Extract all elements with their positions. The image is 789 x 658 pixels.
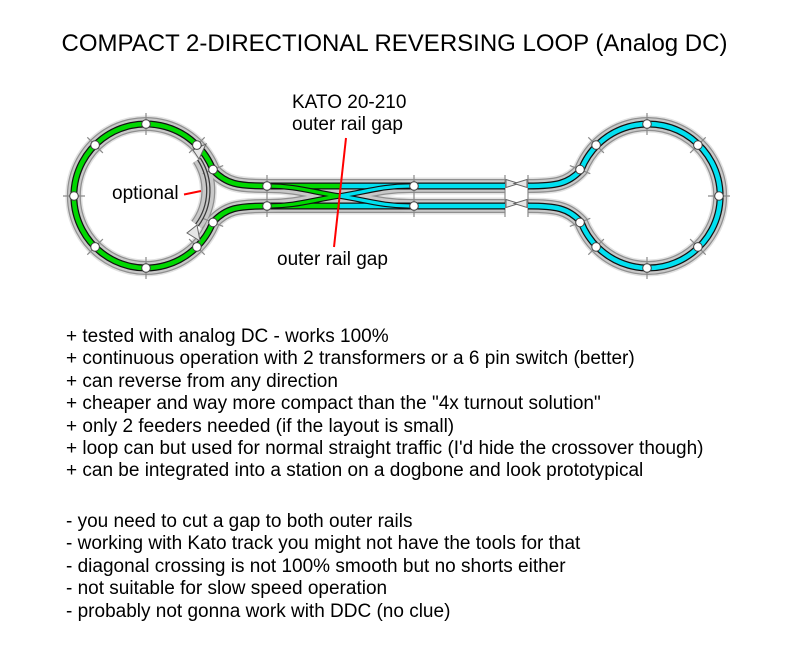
track-diagram-svg [63, 113, 730, 279]
pros-list: + tested with analog DC - works 100% + c… [66, 326, 703, 483]
list-item: - you need to cut a gap to both outer ra… [66, 511, 413, 532]
list-item: + can reverse from any direction [66, 370, 338, 392]
label-kato-gap: KATO 20-210 outer rail gap [292, 92, 406, 136]
rail-joint-dots [69, 119, 724, 273]
optional-siding-track [186, 142, 208, 243]
page-title: COMPACT 2-DIRECTIONAL REVERSING LOOP (An… [61, 30, 728, 57]
list-item: - diagonal crossing is not 100% smooth b… [66, 555, 566, 577]
list-item: - not suitable for slow speed operation [66, 578, 388, 600]
list-item: + loop can but used for normal straight … [66, 438, 704, 460]
track-end-markers [505, 178, 528, 209]
list-item: + cheaper and way more compact than the … [66, 393, 601, 415]
list-item: + continuous operation with 2 transforme… [66, 348, 635, 370]
gap-pointer-line [333, 137, 347, 248]
list-item: + tested with analog DC - works 100% [66, 326, 389, 347]
track-diagram: KATO 20-210 outer rail gap outer rail ga… [0, 0, 789, 300]
siding-end-arrow-bottom [186, 224, 201, 243]
list-item: - working with Kato track you might not … [66, 533, 581, 555]
list-item: + only 2 feeders needed (if the layout i… [66, 415, 455, 437]
list-item: + can be integrated into a station on a … [66, 460, 644, 482]
label-kato-line2: outer rail gap [292, 114, 403, 135]
label-outer-rail-gap: outer rail gap [277, 249, 388, 270]
optional-pointer-line [183, 190, 202, 196]
list-item: - probably not gonna work with DDC (no c… [66, 600, 451, 622]
pointer-lines [183, 137, 347, 248]
right-loop-track [340, 124, 720, 268]
label-optional: optional [112, 183, 179, 204]
cons-list: - you need to cut a gap to both outer ra… [66, 511, 580, 623]
label-kato-line1: KATO 20-210 [292, 92, 407, 113]
